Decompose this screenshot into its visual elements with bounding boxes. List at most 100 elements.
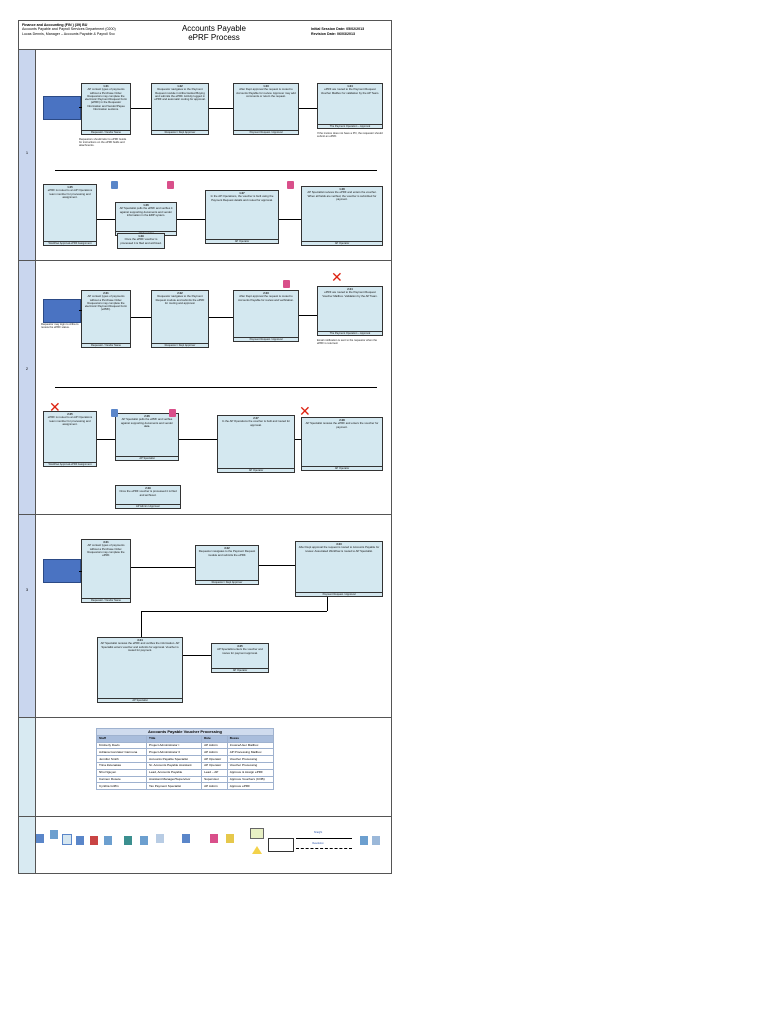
initial-date: 05/02/2013 — [346, 27, 365, 31]
flow-arrow — [295, 439, 301, 440]
mailbox-icon — [287, 181, 294, 189]
flow-connector — [141, 611, 327, 612]
lane-label: 3 — [25, 587, 29, 592]
box-footer: Requestor / Dept Approver — [152, 342, 208, 347]
table-cell: AP Processing Mailbox — [226, 748, 275, 757]
swimlane-staff — [19, 718, 391, 817]
box-text: Requestor navigates to the Payment Reque… — [154, 87, 206, 102]
table-cell: AP Admin — [201, 748, 228, 757]
table-cell: Sr. Accounts Payable Assistant — [146, 761, 203, 770]
flow-arrow — [299, 315, 317, 316]
table-cell: Lead, Accounts Payable — [146, 768, 203, 777]
box-footer: Payment Request / Approval — [234, 129, 298, 134]
check-icon — [226, 834, 234, 843]
column-header: Boxes — [226, 734, 275, 743]
flow-arrow — [131, 567, 195, 568]
swimlane-bar — [19, 817, 36, 873]
voucher-icon — [156, 834, 164, 843]
flow-arrow — [131, 317, 151, 318]
table-cell: Supervisor — [201, 775, 228, 784]
box-text: AP contact types of payments without a P… — [87, 543, 125, 558]
box-text: Requestor navigates to the Payment Reque… — [155, 294, 205, 305]
flow-arrow — [97, 439, 115, 440]
document-icon — [111, 181, 118, 189]
table-cell: Tax Payment Specialist — [146, 782, 203, 791]
swimlane-bar: 1 — [19, 50, 36, 260]
box-id: 3.05 — [237, 644, 243, 648]
form-icon — [62, 834, 72, 845]
erp-icon — [140, 836, 148, 845]
box-id: 3.03 — [336, 542, 342, 546]
box-footer: AP Operator — [218, 467, 294, 472]
reject-x-icon: ✕ — [49, 400, 61, 416]
box-text: ePRF is routed to an AP Operations team … — [47, 188, 93, 199]
table-cell: Assistant Manager/Supervisor — [146, 775, 203, 784]
workflow-icon — [124, 836, 132, 845]
box-text: AP Specialist reviews the ePRF and enter… — [307, 190, 377, 201]
mail-icon — [372, 836, 380, 845]
box-text: ePRF are routed to the Payment Request V… — [322, 290, 378, 298]
table-cell: Carmen Rosete — [95, 775, 148, 784]
box-id: 3.02 — [224, 546, 230, 550]
resolution-connector-sample — [296, 848, 352, 849]
table-cell: Cynthia Griffin — [95, 782, 148, 791]
box-footer: AP Admin / Approver — [116, 503, 180, 508]
box-text: AP Specialist enters the voucher and rou… — [217, 647, 263, 655]
box-footer: AP Specialist — [98, 697, 182, 702]
table-cell: Accounts Payable Specialist — [146, 755, 203, 763]
document-title: Accounts Payable ePRF Process — [169, 24, 259, 42]
flow-arrow — [259, 565, 295, 566]
box-id: 1.09 — [138, 234, 144, 238]
box-text: ePRF is routed to an AP Operations team … — [47, 415, 93, 426]
box-id: 2.09 — [145, 486, 151, 490]
box-id: 2.03 — [263, 291, 269, 295]
table-cell: AP Admin — [201, 741, 228, 750]
box-footer: Requestor / Vendor Name — [82, 597, 130, 602]
process-map-sheet: Finance and Accounting (FIN ) (39) BU Ac… — [18, 20, 392, 874]
box-id: 2.07 — [253, 416, 259, 420]
box-text: AP Specialist reviews the ePRF and verif… — [100, 641, 180, 652]
table-cell: Approve ePRF — [226, 782, 275, 791]
legend-label: Straight — [313, 831, 323, 834]
box-text: AP Specialist reviews the ePRF and enter… — [305, 421, 379, 429]
box-text: After Dept approval the request is route… — [238, 294, 294, 302]
table-cell: Approve & Assign ePRF — [226, 768, 275, 777]
table-cell: Jennifer Smith — [95, 755, 148, 763]
swimlane-legend — [19, 817, 391, 873]
table-cell: Nhu Nguyen — [95, 768, 148, 777]
column-header: Role — [201, 734, 228, 743]
box-footer: AP Operator — [302, 465, 382, 470]
note-icon — [250, 828, 264, 839]
box-id: 2.01 — [103, 291, 109, 295]
box-footer: Requestor / Vendor Name — [82, 129, 130, 134]
flow-arrow — [209, 317, 233, 318]
printer-icon — [169, 409, 176, 417]
box-footer: AP Specialist — [116, 455, 178, 460]
box-id: 2.05 — [67, 412, 73, 416]
box-id: 1.02 — [177, 84, 183, 88]
ariba-icon — [90, 836, 98, 845]
table-cell: Approve Vouchers (COB) — [226, 775, 275, 784]
check-printer-icon — [360, 836, 368, 845]
box-id: 1.03 — [263, 84, 269, 88]
box-text: Once the ePRF voucher is processed it is… — [119, 489, 177, 497]
column-header: Staff — [95, 734, 148, 743]
box-id: 1.01 — [103, 84, 109, 88]
flow-arrow — [177, 219, 205, 220]
table-cell: Voucher Processing — [226, 755, 275, 763]
box-id: 2.06 — [144, 414, 150, 418]
box-id: 3.04 — [137, 638, 143, 642]
table-title: Accounts Payable Voucher Processing — [96, 728, 274, 736]
